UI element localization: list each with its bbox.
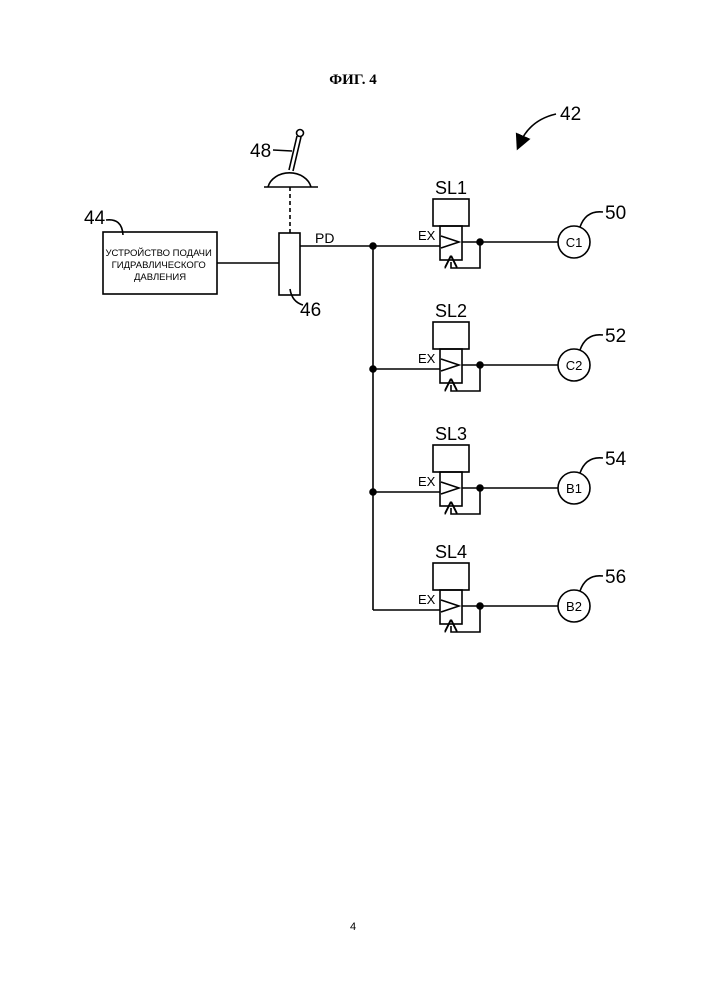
valve-body [440, 472, 462, 506]
solenoid-box [433, 322, 469, 349]
valve-flow-triangle [441, 236, 459, 248]
exhaust-label: EX [418, 351, 436, 366]
exhaust-label: EX [418, 592, 436, 607]
lever-ref-label: 48 [250, 141, 271, 162]
actuator-ref-label: 50 [605, 203, 626, 224]
solenoid-label: SL4 [435, 542, 467, 562]
actuator-leader [580, 212, 603, 227]
feedback-line [451, 365, 480, 391]
junction-dot [370, 366, 376, 372]
exhaust-label: EX [418, 228, 436, 243]
pd-label: PD [315, 230, 334, 246]
actuator-label: C1 [566, 235, 583, 250]
lever-leader [273, 150, 292, 151]
lever-stick [289, 136, 301, 171]
valve-body [440, 349, 462, 383]
feedback-line [451, 242, 480, 268]
exhaust-label: EX [418, 474, 436, 489]
lever-dome [268, 173, 311, 187]
hydraulic-supply-label: УСТРОЙСТВО ПОДАЧИ ГИДРАВЛИЧЕСКОГО ДАВЛЕН… [106, 247, 215, 283]
solenoid-box [433, 199, 469, 226]
figure-title: ФИГ. 4 [329, 72, 377, 88]
junction-dot [370, 489, 376, 495]
valve-body [440, 590, 462, 624]
solenoid-box [433, 445, 469, 472]
valve-body [440, 226, 462, 260]
actuator-ref-label: 52 [605, 326, 626, 347]
manual-valve-ref-label: 46 [300, 300, 321, 321]
solenoid-label: SL2 [435, 301, 467, 321]
manual-valve [279, 233, 300, 295]
actuator-leader [580, 576, 603, 591]
junction-dot [370, 243, 376, 249]
actuator-ref-label: 56 [605, 567, 626, 588]
actuator-leader [580, 335, 603, 350]
actuator-label: B1 [566, 481, 582, 496]
valve-flow-triangle [441, 482, 459, 494]
solenoid-label: SL3 [435, 424, 467, 444]
supply-ref-label: 44 [84, 208, 106, 229]
actuator-label: C2 [566, 358, 583, 373]
system-ref-arrow [520, 114, 556, 143]
page-number: 4 [350, 921, 356, 933]
actuator-leader [580, 458, 603, 473]
actuator-label: B2 [566, 599, 582, 614]
valve-flow-triangle [441, 600, 459, 612]
actuator-ref-label: 54 [605, 449, 627, 470]
solenoid-box [433, 563, 469, 590]
feedback-line [451, 488, 480, 514]
feedback-line [451, 606, 480, 632]
valve-flow-triangle [441, 359, 459, 371]
lever-knob [297, 130, 304, 137]
solenoid-label: SL1 [435, 178, 467, 198]
system-ref-label: 42 [560, 104, 581, 125]
